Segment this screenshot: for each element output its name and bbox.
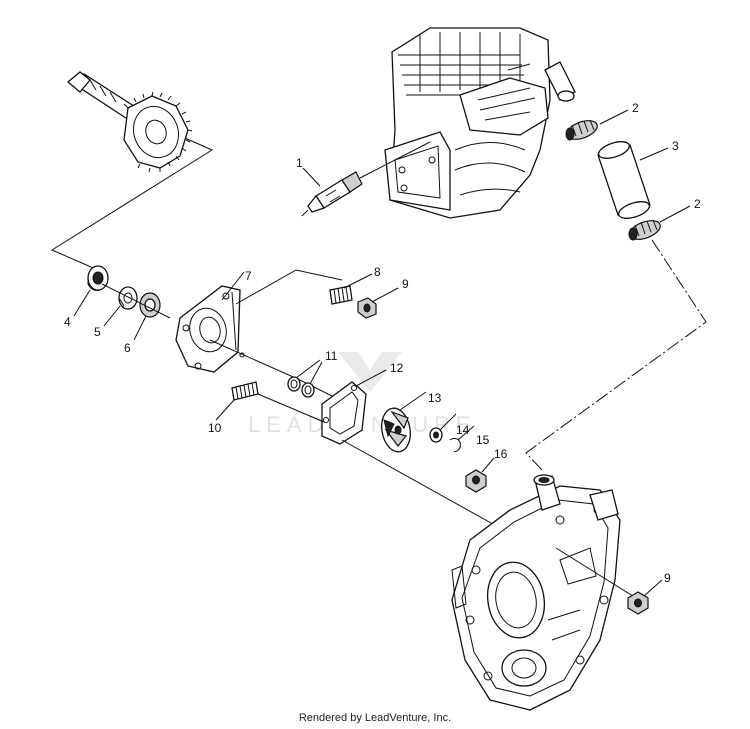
hose-routing-line	[525, 239, 707, 471]
nut-part-9-lower	[627, 591, 649, 615]
footer-credit: Rendered by LeadVenture, Inc.	[298, 712, 452, 724]
stud-part-10	[231, 381, 259, 401]
leader-12	[355, 369, 387, 387]
impeller-part-13	[381, 407, 411, 453]
leader-1	[302, 167, 321, 187]
stud-part-8	[329, 285, 353, 305]
drive-gear-shaft	[66, 71, 193, 173]
callout-15: 15	[476, 433, 490, 447]
small-pin	[239, 352, 245, 358]
stud-axis-line-lower	[555, 547, 637, 599]
pump-housing-part-7	[175, 285, 241, 373]
callout-8: 8	[374, 265, 381, 279]
coolant-hose-part-3	[597, 141, 651, 219]
nut-part-9-upper	[357, 297, 377, 319]
leader-10	[215, 399, 235, 421]
callout-9-upper: 9	[402, 277, 409, 291]
callout-10: 10	[208, 421, 222, 435]
leader-7	[221, 271, 245, 301]
callout-14: 14	[456, 423, 470, 437]
leader-13	[399, 391, 427, 411]
hose-clamp-part-2-lower	[628, 219, 661, 241]
callout-4: 4	[64, 315, 71, 329]
leader-15	[457, 425, 475, 441]
callout-16: 16	[494, 447, 508, 461]
o-rings-part-11	[287, 376, 315, 398]
bearing-part-5	[118, 286, 138, 310]
callout-5: 5	[94, 325, 101, 339]
callout-11: 11	[325, 349, 338, 363]
callout-13: 13	[428, 391, 442, 405]
leader-1-to-cylinder	[359, 141, 431, 179]
callout-2-top: 2	[632, 101, 639, 115]
engine-cylinder	[384, 27, 576, 219]
shaft-axis-line-bearings	[101, 283, 171, 319]
leader-11a	[295, 359, 321, 379]
pump-axis-line	[209, 339, 341, 401]
leader-14	[439, 413, 457, 431]
callout-3: 3	[672, 139, 679, 153]
washer-part-14	[429, 427, 443, 443]
callout-12: 12	[390, 361, 404, 375]
gasket-part-12	[321, 381, 367, 445]
stud-10-axis-line	[257, 393, 325, 423]
leader-6	[133, 315, 147, 341]
leader-9-lower	[643, 579, 663, 597]
pump-main-axis-line	[341, 439, 501, 529]
stud-axis-line	[235, 269, 343, 305]
leader-16	[481, 457, 495, 473]
leader-9-upper	[371, 287, 399, 303]
callout-2-lower: 2	[694, 197, 701, 211]
callout-9-lower: 9	[664, 571, 671, 585]
crankcase-cover	[451, 474, 621, 711]
leader-4	[73, 289, 91, 317]
leader-8	[343, 273, 373, 289]
leader-3	[639, 147, 669, 161]
leader-5	[103, 305, 121, 327]
leader-11b	[309, 361, 323, 385]
nut-part-16	[465, 469, 487, 493]
callout-7: 7	[245, 269, 252, 283]
temperature-sensor-part-1	[301, 171, 363, 217]
hose-clamp-part-2-top	[565, 119, 598, 141]
shaft-axis-line-top	[50, 137, 214, 271]
snap-ring-part-15	[449, 437, 461, 453]
callout-1: 1	[296, 156, 303, 170]
bearing-part-4	[87, 265, 109, 291]
leader-2-lower	[659, 205, 691, 223]
leader-2-top	[599, 109, 629, 125]
callout-6: 6	[124, 341, 131, 355]
